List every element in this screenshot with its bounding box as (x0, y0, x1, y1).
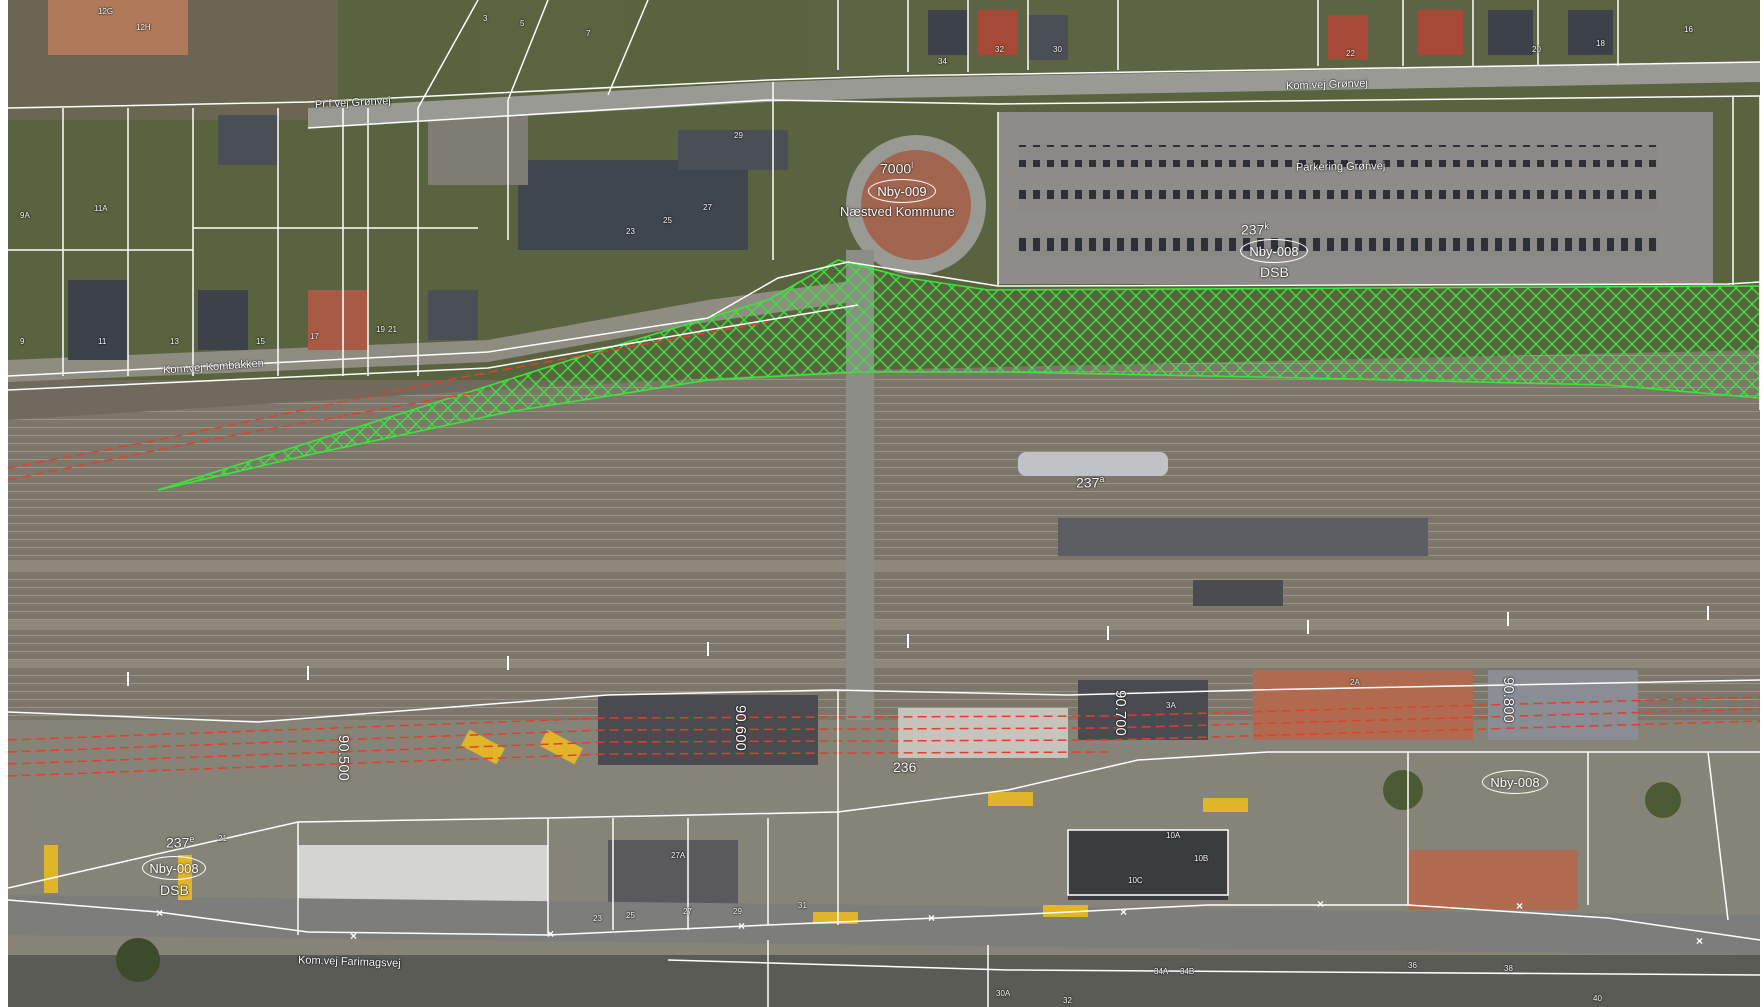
house-number: 17 (310, 332, 319, 341)
house-number: 15 (256, 337, 265, 346)
house-number: 3A (1166, 701, 1176, 710)
owner-label-dsb-south: DSB (160, 882, 189, 898)
house-number: 21 (218, 834, 227, 843)
survey-point-marker: × (350, 929, 358, 943)
house-number: 29 (733, 907, 742, 916)
survey-point-marker: × (547, 927, 555, 941)
house-number: 38 (1504, 964, 1513, 973)
survey-point-marker: × (1120, 905, 1128, 919)
parcel-237k: 237k (1241, 222, 1269, 237)
house-number: 25 (663, 216, 672, 225)
house-number: 12G (98, 7, 114, 16)
house-number: 5 (520, 19, 525, 28)
survey-point-marker: × (1516, 899, 1524, 913)
survey-point-marker: × (1696, 934, 1704, 948)
house-number: 27A (671, 851, 686, 860)
house-number: 16 (1684, 25, 1693, 34)
km-mark-90500: 90.500 (335, 735, 352, 781)
house-number: 31 (798, 901, 807, 910)
parcel-237e-number: 237 (166, 834, 190, 851)
house-number: 10B (1194, 854, 1209, 863)
parcel-237e-suffix: e (189, 834, 195, 844)
house-number: 36 (1408, 961, 1417, 970)
house-number: 9A (20, 211, 30, 220)
parcel-237k-suffix: k (1264, 221, 1269, 231)
house-number: 23 (593, 914, 602, 923)
oval-nby-008-southwest: Nby-008 (142, 856, 206, 880)
house-number: 34A (1154, 967, 1169, 976)
owner-label-kommune: Næstved Kommune (840, 204, 955, 219)
house-number: 34 (938, 57, 947, 66)
house-number: 19 (376, 325, 385, 334)
house-number: 12H (136, 23, 151, 32)
house-number: 27 (683, 907, 692, 916)
km-mark-90800: 90.800 (1500, 677, 1517, 723)
owner-label-dsb-north: DSB (1260, 264, 1289, 280)
house-number: 13 (170, 337, 179, 346)
house-number: 29 (734, 131, 743, 140)
house-number: 9 (20, 337, 25, 346)
parcel-237a: 237a (1076, 475, 1104, 490)
house-number: 27 (703, 203, 712, 212)
house-number: 11 (98, 337, 107, 346)
house-number: 20 (1532, 45, 1541, 54)
house-number: 32 (1063, 996, 1072, 1005)
map-view[interactable]: Pr.f.vej Grønvej Kom.vej Grønvej Parkeri… (8, 0, 1760, 1007)
aerial-photo (8, 0, 1760, 1007)
parcel-7000-number: 7000 (880, 160, 912, 177)
house-number: 10C (1128, 876, 1143, 885)
house-number: 11A (94, 204, 108, 213)
survey-point-marker: × (156, 906, 164, 920)
parcel-236: 236 (893, 759, 917, 775)
oval-nby-008-parking: Nby-008 (1240, 239, 1308, 263)
house-number: 18 (1596, 39, 1605, 48)
km-mark-90600: 90.600 (732, 705, 749, 751)
oval-nby-009: Nby-009 (868, 179, 936, 203)
house-number: 32 (995, 45, 1004, 54)
parcel-7000: 7000l (880, 161, 913, 176)
house-number: 7 (586, 29, 591, 38)
house-number: 23 (626, 227, 635, 236)
parcel-237a-number: 237 (1076, 474, 1100, 491)
house-number: 25 (626, 911, 635, 920)
house-number: 10A (1166, 831, 1181, 840)
parcel-237k-number: 237 (1241, 221, 1265, 238)
survey-point-marker: × (1317, 897, 1325, 911)
house-number: 3 (483, 14, 488, 23)
parcel-7000-suffix: l (911, 160, 914, 170)
house-number: 22 (1346, 49, 1355, 58)
parcel-237a-suffix: a (1099, 474, 1105, 484)
house-number: 2A (1350, 678, 1360, 687)
street-label-parkering: Parkering Grønvej (1295, 160, 1386, 174)
survey-point-marker: × (928, 911, 936, 925)
house-number: 40 (1593, 994, 1602, 1003)
house-number: 30A (996, 989, 1011, 998)
km-mark-90700: 90.700 (1112, 690, 1129, 736)
oval-nby-008-station: Nby-008 (1482, 770, 1548, 794)
house-number: 34B (1180, 967, 1195, 976)
parcel-237e: 237e (166, 835, 194, 850)
survey-point-marker: × (738, 919, 746, 933)
house-number: 21 (388, 325, 397, 334)
house-number: 30 (1053, 45, 1062, 54)
